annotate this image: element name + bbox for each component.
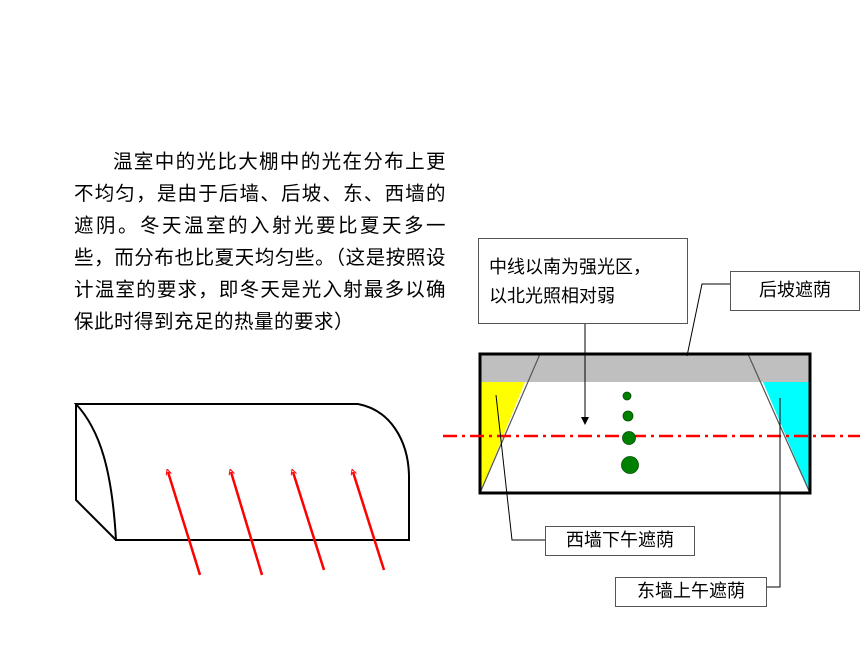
roof-shade-leader <box>686 283 730 357</box>
strong-light-text-line1: 中线以南为强光区， <box>489 257 651 278</box>
light-arrow <box>293 472 326 571</box>
light-arrow <box>168 472 202 576</box>
east-shade-callout: 东墙上午遮荫 <box>615 577 767 607</box>
west-shade-edge <box>479 353 541 494</box>
light-arrow <box>231 472 264 576</box>
strong-light-text-line2: 以北光照相对弱 <box>489 286 615 307</box>
light-dot <box>622 391 632 401</box>
west-shade-callout: 西墙下午遮荫 <box>545 526 695 556</box>
west-shade-leader <box>495 394 545 541</box>
greenhouse-3d-shape <box>73 403 410 541</box>
light-dot <box>622 410 634 422</box>
roof-shade-callout: 后坡遮荫 <box>730 271 860 311</box>
description-paragraph: 温室中的光比大棚中的光在分布上更不均匀，是由于后墙、后坡、东、西墙的遮阴。冬天温… <box>74 150 446 333</box>
east-shade-edge <box>747 353 811 494</box>
greenhouse-side-face <box>75 404 117 541</box>
light-dot <box>621 456 639 474</box>
callout-leaders <box>495 283 781 588</box>
incident-light-arrows <box>168 472 386 576</box>
roof-shade-zone <box>480 354 810 382</box>
light-arrow <box>353 472 386 571</box>
light-intensity-dots <box>621 391 639 474</box>
strong-light-callout: 中线以南为强光区， 以北光照相对弱 <box>478 238 688 324</box>
light-dot <box>622 431 636 445</box>
east-shade-leader <box>767 398 781 588</box>
west-shade-zone <box>480 382 525 493</box>
plan-outline <box>478 352 812 495</box>
greenhouse-plan-view <box>478 352 812 495</box>
greenhouse-top-face <box>73 403 410 541</box>
